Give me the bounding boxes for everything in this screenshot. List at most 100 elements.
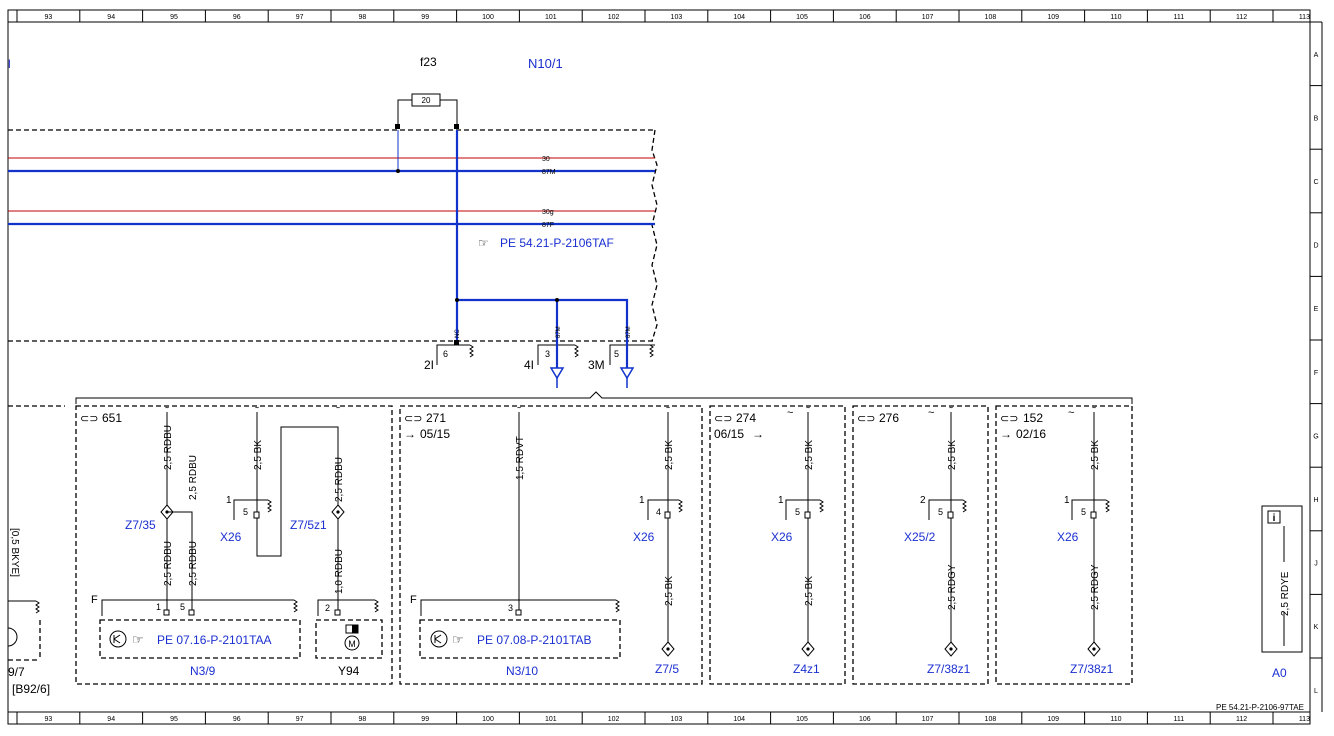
x26-pin-box: 5 — [243, 507, 248, 517]
reference-n3-9[interactable]: PE 07.16-P-2101TAA — [157, 633, 272, 647]
svg-text:˜: ˜ — [164, 406, 169, 417]
reference-n3-10[interactable]: PE 07.08-P-2101TAB — [477, 633, 592, 647]
motor-symbol: M — [348, 639, 356, 649]
connector-x26: X26 — [633, 530, 655, 544]
column-number: 110 — [1110, 14, 1121, 21]
fuse-f23: f23 20 — [395, 55, 459, 129]
section-code: 152 — [1023, 411, 1043, 425]
column-number: 101 — [545, 14, 557, 21]
row-letter: L — [1314, 688, 1318, 695]
column-number: 113 — [1299, 716, 1310, 723]
section-274: ⊂⊃ 274 06/15 → ~ ˜ 2,5 BK 1 5 X26 2,5 BK… — [709, 405, 846, 685]
f-label: F — [91, 594, 98, 606]
column-number: 110 — [1110, 716, 1121, 723]
pin-5: 5 — [180, 602, 185, 612]
wire-rdbu-5z1: 2,5 RDBU — [334, 457, 345, 502]
row-letter: B — [1314, 115, 1319, 122]
connector-shape-icon: ⊂⊃ — [80, 413, 98, 425]
column-number: 100 — [482, 14, 494, 21]
left-stub: [0,5 BKYE] 9/7 [B92/6] — [7, 405, 65, 696]
column-number: 96 — [233, 14, 241, 21]
column-number: 113 — [1299, 14, 1310, 21]
column-number: 107 — [922, 716, 934, 723]
arrow-ref[interactable]: 02/16 — [1016, 427, 1046, 441]
column-number: 111 — [1173, 14, 1184, 21]
wire-rdbu-d: 2,5 RDBU — [188, 541, 199, 586]
connector-x26: X26 — [1057, 530, 1079, 544]
section-code: 271 — [426, 411, 446, 425]
hand-pointer-icon: ☞ — [452, 632, 464, 647]
wire-rdbu-e: 1,0 RDBU — [334, 549, 345, 594]
label-a0: A0 — [1272, 666, 1287, 680]
column-number: 109 — [1047, 716, 1059, 723]
column-number: 97 — [296, 716, 304, 723]
bus-lines: 30 87M 30g 87F — [8, 156, 655, 229]
column-number: 111 — [1173, 716, 1184, 723]
wire-bk-a: 2,5 BK — [664, 440, 675, 470]
pin-box: 5 — [1081, 507, 1086, 517]
column-number: 104 — [733, 716, 745, 723]
connector-4i: 4I — [524, 358, 534, 372]
svg-text:˜: ˜ — [665, 406, 670, 417]
module-n3-9: N3/9 — [190, 664, 216, 678]
row-letter: D — [1313, 243, 1318, 250]
section-152: ⊂⊃ 152 → 02/16 ~ ˜ 2,5 BK 1 5 X26 2,5 RD… — [995, 405, 1133, 685]
tilde-icon: ~ — [1068, 407, 1074, 419]
module-n10-1: N10/1 — [528, 56, 563, 71]
info-box-a0[interactable]: i 2,5 RDYE A0 — [1261, 505, 1303, 680]
f-label: F — [410, 594, 417, 606]
connector-shape-icon: ⊂⊃ — [857, 413, 875, 425]
wire-code-87m-1: 87M — [556, 326, 562, 338]
wire-rdye: 2,5 RDYE — [1280, 571, 1291, 616]
wire-a: 2,5 BK — [804, 440, 815, 470]
wire-b: 2,5 RDGY — [1090, 564, 1101, 610]
bus-label-87f: 87F — [542, 222, 554, 229]
column-number: 96 — [233, 716, 241, 723]
column-number: 106 — [859, 14, 871, 21]
pin-3: 3 — [508, 603, 513, 613]
arrow-ref[interactable]: 06/15 — [714, 427, 744, 441]
connector-x25-2: X25/2 — [904, 530, 936, 544]
bus-label-30: 30 — [542, 156, 550, 163]
column-number: 107 — [922, 14, 934, 21]
svg-text:˜: ˜ — [1091, 406, 1096, 417]
splice-z7-38z1: Z7/38z1 — [1070, 662, 1114, 676]
wire-a: 2,5 BK — [947, 440, 958, 470]
pin-5: 5 — [614, 349, 619, 359]
column-number: 106 — [859, 716, 871, 723]
arrow-icon: → — [752, 427, 764, 441]
row-letter: K — [1314, 624, 1319, 631]
column-number: 98 — [359, 716, 367, 723]
svg-text:˜: ˜ — [805, 406, 810, 417]
info-icon[interactable] — [1267, 510, 1281, 524]
section-271: ⊂⊃ 271 → 05/15 ˜ 1,5 RDVT ˜ 2,5 BK 1 4 X… — [399, 405, 703, 685]
row-letter: C — [1313, 179, 1318, 186]
column-number: 94 — [107, 716, 115, 723]
section-code: 274 — [736, 411, 756, 425]
column-number: 95 — [170, 716, 178, 723]
reference-pe-54-21[interactable]: ☞ PE 54.21-P-2106TAF — [478, 236, 614, 250]
wire-bk-b: 2,5 BK — [664, 576, 675, 606]
column-number: 108 — [985, 14, 997, 21]
column-number: 109 — [1047, 14, 1059, 21]
wire-b: 2,5 RDGY — [947, 564, 958, 610]
connector-shape-icon: ⊂⊃ — [404, 413, 422, 425]
column-number: 100 — [482, 716, 494, 723]
connector-shape-icon: ⊂⊃ — [714, 413, 732, 425]
column-number: 102 — [608, 14, 620, 21]
arrow-ref[interactable]: 05/15 — [420, 427, 450, 441]
x26-pin-box: 4 — [656, 507, 661, 517]
pin-1: 1 — [156, 602, 161, 612]
x26-pin-top: 1 — [226, 495, 232, 506]
svg-text:˜: ˜ — [516, 406, 521, 417]
left-label-9-7: 9/7 — [8, 665, 25, 679]
wire-code-87m-2: 87M — [626, 326, 632, 338]
wire-rdbu-c: 2,5 RDBU — [163, 541, 174, 586]
column-number: 99 — [421, 14, 429, 21]
pin-6: 6 — [443, 349, 448, 359]
column-number: 105 — [796, 14, 808, 21]
wire-code-nc: NC — [455, 329, 461, 338]
